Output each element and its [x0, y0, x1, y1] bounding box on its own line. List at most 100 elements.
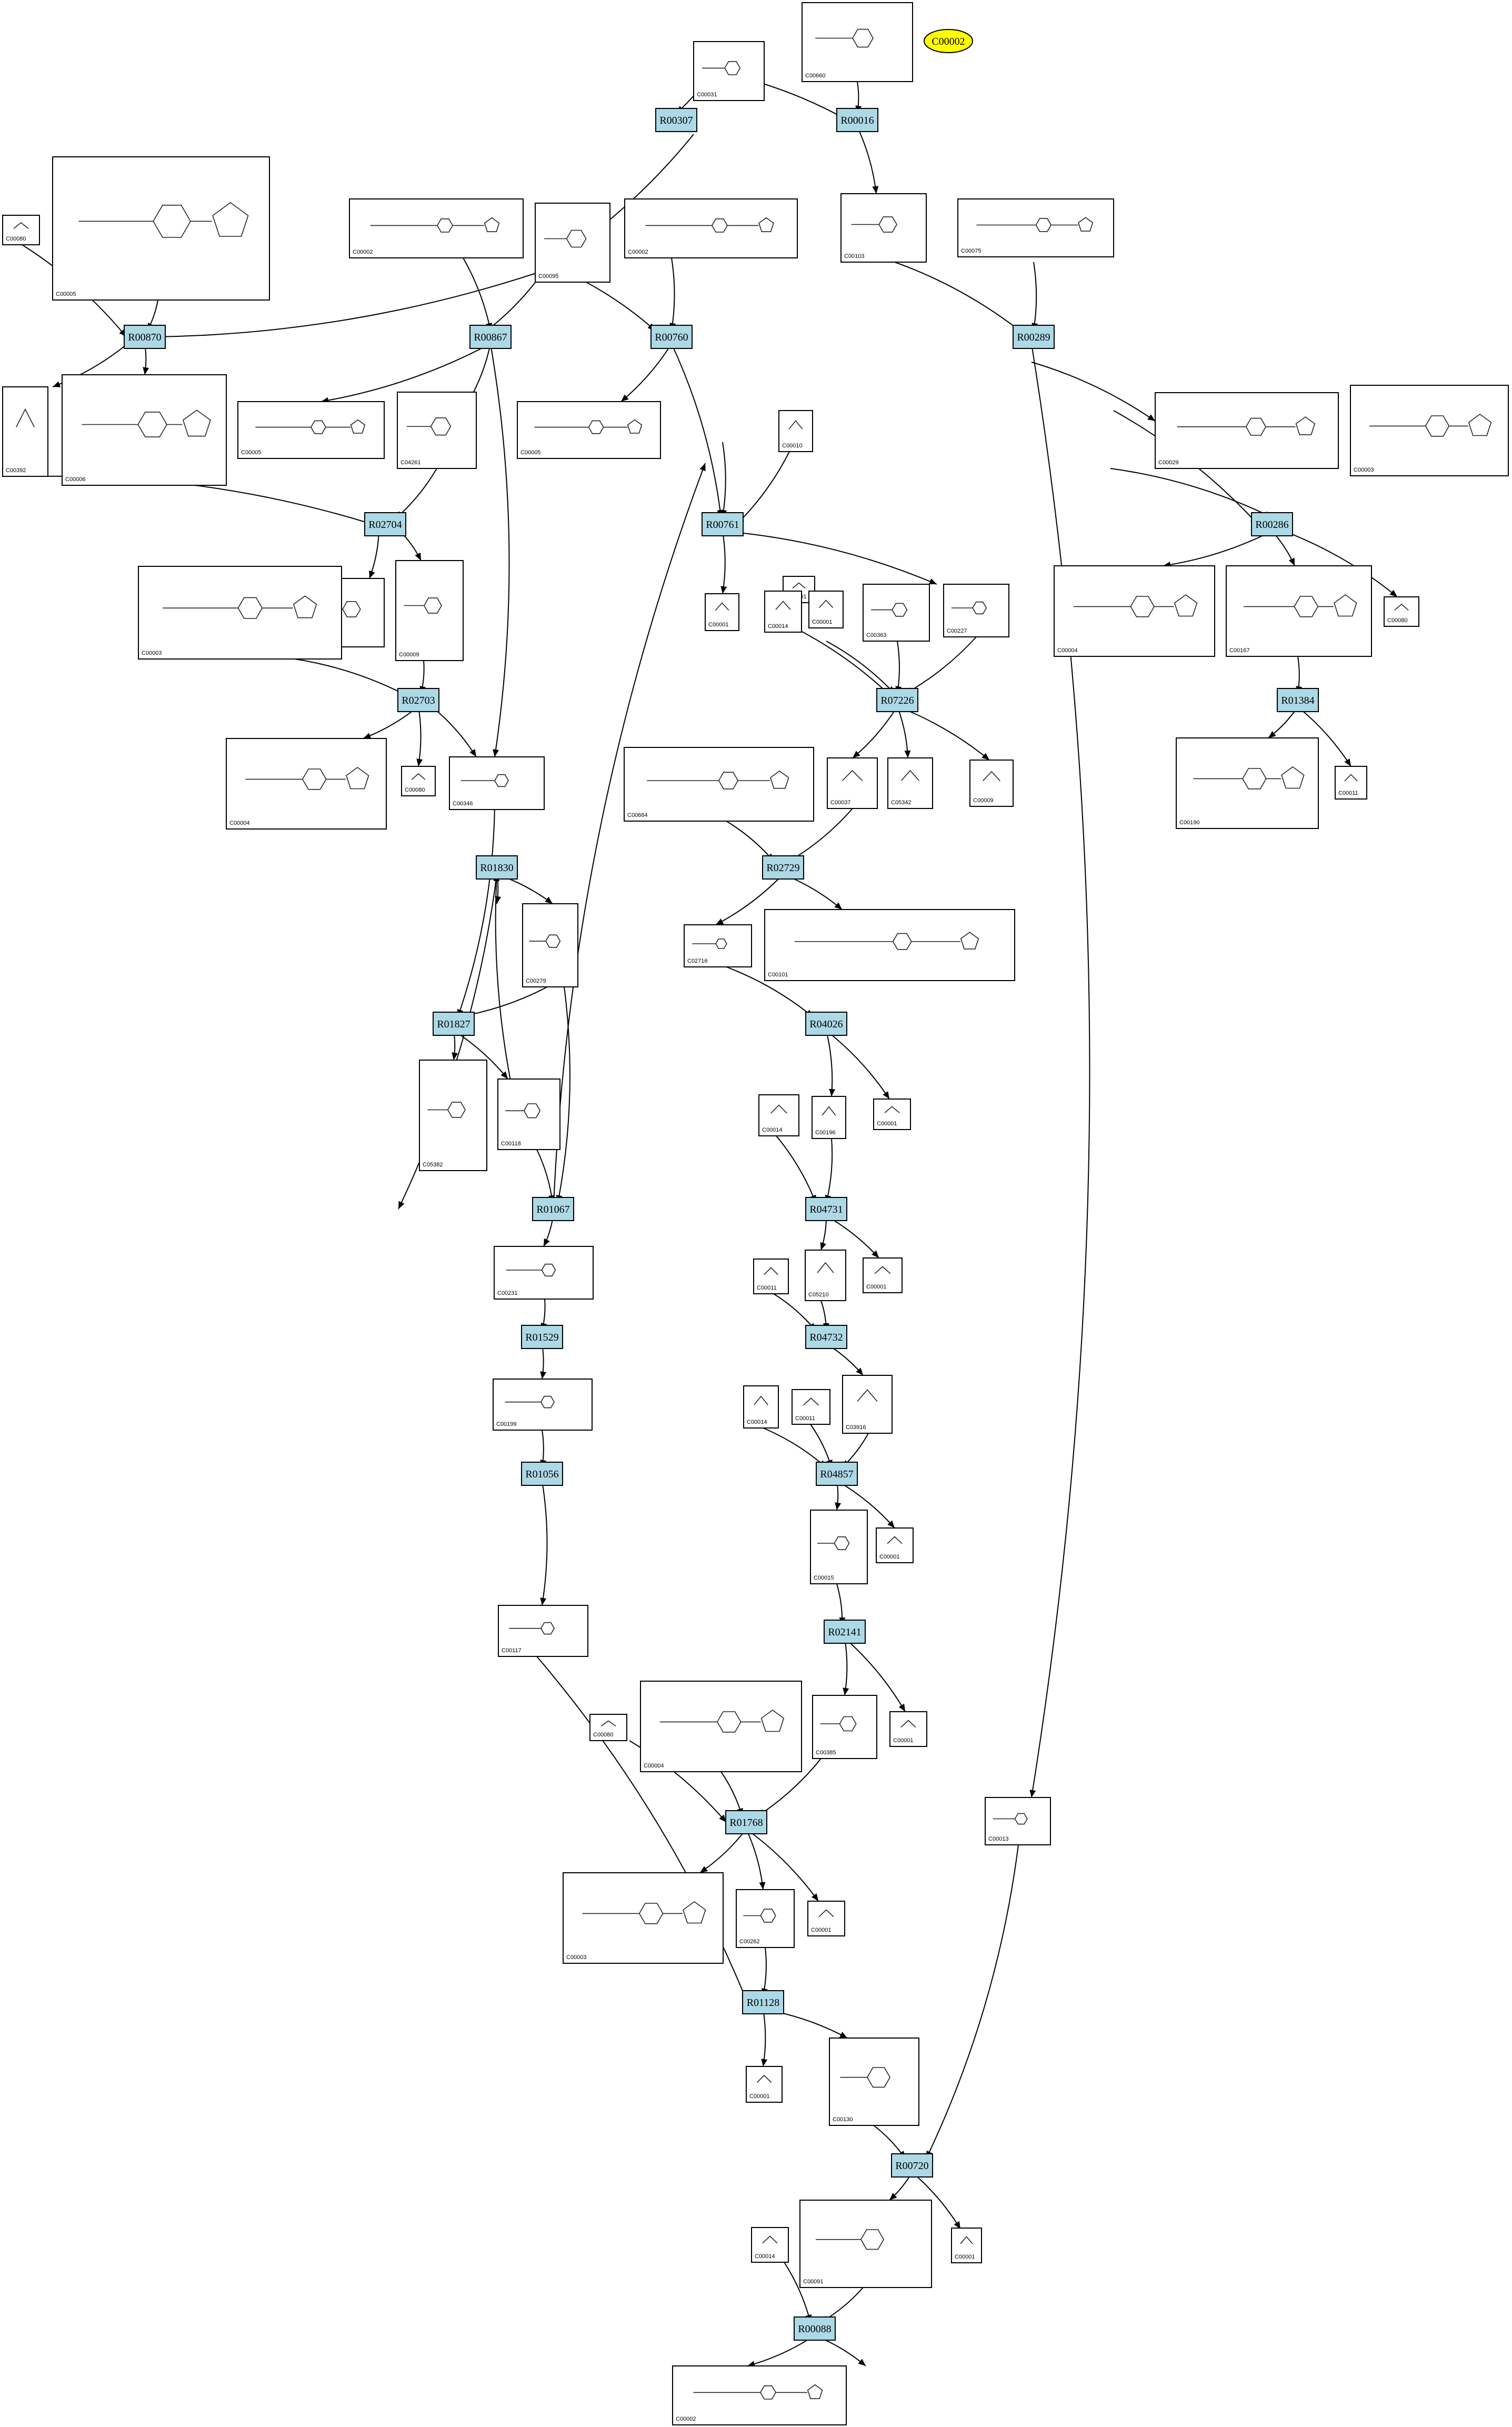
- reaction-node[interactable]: R01067: [532, 1197, 574, 1221]
- compound-node[interactable]: C00001: [807, 1901, 845, 1936]
- compound-node[interactable]: C00001: [951, 2228, 982, 2263]
- compound-node[interactable]: C00196: [812, 1096, 846, 1139]
- reaction-node[interactable]: R00307: [655, 108, 697, 132]
- compound-node[interactable]: C00003: [563, 1872, 724, 1964]
- reaction-node[interactable]: R01830: [476, 855, 518, 880]
- compound-node[interactable]: C00031: [693, 41, 765, 101]
- compound-node[interactable]: C00011: [1335, 766, 1367, 800]
- compound-node[interactable]: C02716: [684, 924, 752, 967]
- compound-node[interactable]: C00003: [138, 566, 342, 660]
- compound-node[interactable]: C05342: [887, 757, 933, 809]
- compound-node[interactable]: C00001: [863, 1257, 903, 1293]
- compound-node[interactable]: C00130: [829, 2038, 919, 2126]
- compound-node[interactable]: C00002: [624, 198, 798, 258]
- reaction-node[interactable]: R01768: [725, 1810, 767, 1834]
- compound-node[interactable]: C00001: [808, 591, 844, 628]
- compound-node[interactable]: C00029: [1155, 392, 1339, 469]
- reaction-node[interactable]: R04026: [805, 1012, 847, 1036]
- reaction-node[interactable]: R02703: [397, 688, 439, 712]
- compound-node[interactable]: C00118: [497, 1078, 560, 1150]
- compound-node[interactable]: C00664: [624, 747, 814, 822]
- compound-node[interactable]: C00167: [1226, 565, 1372, 657]
- compound-node[interactable]: C00004: [1054, 565, 1215, 657]
- compound-node[interactable]: C00009: [969, 760, 1014, 807]
- compound-node[interactable]: C00014: [743, 1385, 779, 1429]
- reaction-node[interactable]: R02704: [364, 512, 406, 536]
- reaction-edge: [826, 641, 895, 694]
- reaction-node[interactable]: R01529: [521, 1325, 563, 1349]
- reaction-node[interactable]: R00760: [650, 325, 693, 349]
- compound-node[interactable]: C00014: [751, 2227, 789, 2263]
- compound-node[interactable]: C00001: [746, 2066, 783, 2103]
- reaction-node[interactable]: R07226: [876, 688, 918, 712]
- compound-node[interactable]: C00004: [226, 738, 387, 830]
- highlight-ellipse[interactable]: [924, 29, 973, 53]
- compound-node[interactable]: C00231: [494, 1246, 594, 1300]
- compound-node[interactable]: C00037: [827, 757, 878, 809]
- compound-node[interactable]: C00003: [1350, 385, 1509, 476]
- compound-node[interactable]: C00117: [498, 1605, 588, 1657]
- reaction-node[interactable]: R04857: [816, 1462, 858, 1486]
- compound-node[interactable]: C00091: [799, 2200, 932, 2288]
- compound-node[interactable]: C00001: [705, 593, 739, 631]
- compound-node[interactable]: C00101: [764, 909, 1015, 981]
- reaction-node[interactable]: R00286: [1251, 512, 1293, 536]
- compound-node[interactable]: C00001: [889, 1711, 927, 1747]
- compound-node[interactable]: C00011: [792, 1389, 830, 1425]
- compound-node[interactable]: C00080: [401, 766, 436, 796]
- compound-node[interactable]: C00385: [812, 1695, 877, 1759]
- compound-node[interactable]: C05210: [805, 1250, 846, 1301]
- compound-node[interactable]: C00005: [517, 401, 661, 459]
- reaction-node[interactable]: R00289: [1013, 325, 1055, 349]
- reaction-node[interactable]: R01128: [742, 1990, 784, 2014]
- compound-node[interactable]: C00014: [758, 1094, 799, 1136]
- reaction-node[interactable]: R01827: [433, 1012, 475, 1036]
- compound-node[interactable]: C00006: [62, 374, 227, 486]
- compound-node[interactable]: C00392: [2, 386, 48, 477]
- reaction-node[interactable]: R00870: [124, 325, 166, 349]
- compound-node[interactable]: C00010: [778, 410, 813, 452]
- compound-node[interactable]: C04261: [397, 392, 477, 469]
- compound-node[interactable]: C00004: [640, 1681, 802, 1772]
- compound-node[interactable]: C00199: [493, 1379, 593, 1431]
- compound-node[interactable]: C00015: [810, 1510, 868, 1584]
- compound-node[interactable]: C00013: [985, 1797, 1051, 1845]
- compound-node[interactable]: C00075: [957, 198, 1114, 257]
- compound-node[interactable]: C00011: [753, 1259, 789, 1294]
- reaction-node[interactable]: R00720: [891, 2153, 933, 2178]
- compound-node[interactable]: C00005: [52, 156, 270, 301]
- reaction-node[interactable]: R00016: [836, 108, 878, 132]
- compound-node[interactable]: C00227: [943, 584, 1009, 637]
- reaction-node[interactable]: R01384: [1277, 688, 1319, 712]
- compound-node[interactable]: C00002: [672, 2365, 847, 2425]
- reaction-node[interactable]: R04732: [805, 1325, 847, 1349]
- reaction-node[interactable]: R02141: [824, 1620, 866, 1644]
- reaction-node[interactable]: R00761: [702, 512, 744, 536]
- reaction-node[interactable]: R04731: [805, 1197, 847, 1221]
- compound-node[interactable]: C00660: [802, 2, 913, 82]
- compound-node[interactable]: C00009: [395, 560, 464, 661]
- reaction-node[interactable]: R02729: [762, 855, 804, 880]
- compound-node[interactable]: C00262: [736, 1889, 795, 1948]
- compound-node[interactable]: C00080: [589, 1714, 627, 1741]
- compound-node[interactable]: C00279: [522, 903, 578, 987]
- compound-node[interactable]: C00346: [449, 756, 545, 810]
- compound-node[interactable]: C03916: [842, 1375, 893, 1434]
- reaction-node[interactable]: R00088: [794, 2316, 836, 2341]
- compound-node[interactable]: C00363: [863, 584, 930, 642]
- compound-node[interactable]: C00005: [237, 401, 385, 459]
- compound-node[interactable]: C00095: [535, 203, 610, 283]
- compound-node[interactable]: C00080: [1384, 596, 1419, 627]
- compound-node[interactable]: C00190: [1176, 737, 1319, 829]
- compound-node[interactable]: C00001: [876, 1527, 914, 1563]
- reaction-edge: [897, 706, 990, 761]
- reaction-node[interactable]: R00867: [469, 325, 512, 349]
- compound-node[interactable]: C00014: [764, 591, 802, 633]
- compound-node[interactable]: C00001: [873, 1098, 911, 1130]
- reaction-node[interactable]: R01056: [521, 1462, 563, 1486]
- compound-node[interactable]: C00080: [2, 215, 40, 245]
- compound-node[interactable]: C00103: [840, 193, 927, 263]
- compound-node[interactable]: C05382: [419, 1060, 487, 1171]
- compound-node[interactable]: C00002: [349, 198, 524, 258]
- compound-id-label: C00002: [353, 249, 373, 255]
